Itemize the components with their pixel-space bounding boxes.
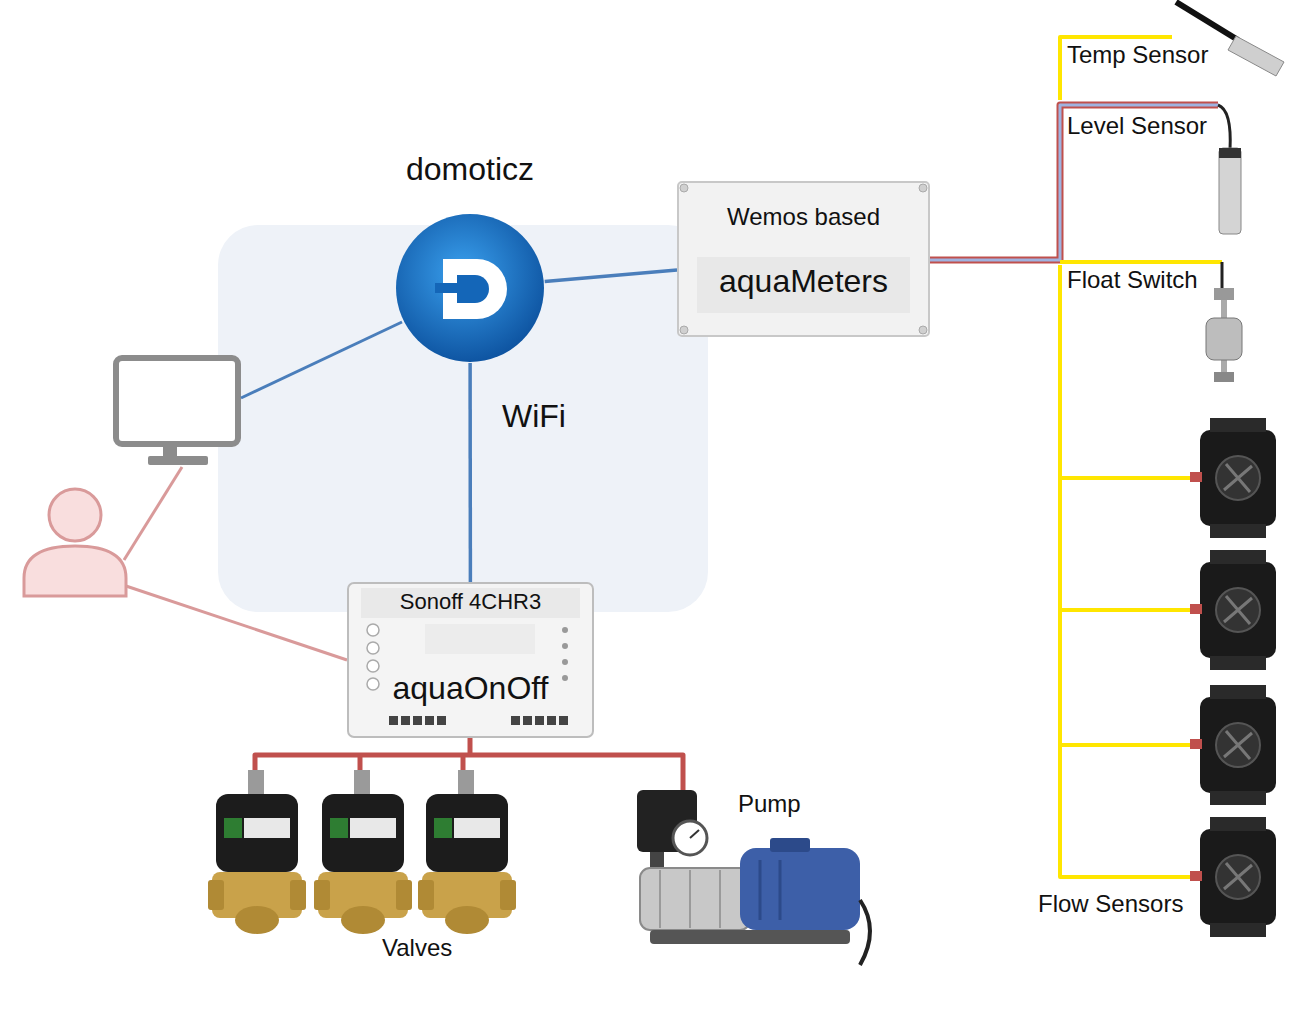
wifi-region [218,225,708,612]
terminal [389,716,398,725]
level-sensor [1218,105,1241,234]
logo-mark [435,283,461,293]
node-title: aquaOnOff [347,670,594,707]
node-title: aquaMeters [677,263,930,300]
screw [919,326,927,334]
button [367,678,379,690]
led [562,643,568,649]
node-heading: Sonoff 4CHR3 [347,589,594,614]
part-label: Temp Sensor [1065,41,1210,69]
terminal [437,716,446,725]
screw [680,184,688,192]
terminal [413,716,422,725]
enclosure [348,583,593,737]
user-links [124,467,347,660]
screw [680,326,688,334]
logo-circle [396,214,544,362]
terminal [401,716,410,725]
wifi-link [468,363,472,582]
terminal [425,716,434,725]
monitor-link [241,322,402,398]
wifi-link [545,270,677,282]
terminal [523,716,532,725]
part-label: Float Switch [1065,266,1200,294]
signal-wires [1060,37,1222,877]
part-label: Valves [380,934,454,962]
terminal [559,716,568,725]
terminal [547,716,556,725]
edge-label: WiFi [500,398,568,434]
flow-sensors [1190,418,1276,937]
led [562,627,568,633]
panel [425,624,535,654]
node-title: domoticz [340,151,600,188]
node-heading: Wemos based [677,203,930,231]
sonoff-box: Sonoff 4CHR3 aquaOnOff [347,582,594,738]
monitor-icon [116,358,238,465]
float-switch [1206,262,1242,382]
domoticz-server: domoticz [395,213,545,363]
terminal [535,716,544,725]
sensor-cable [930,105,1218,260]
button [367,642,379,654]
part-label: Pump [736,790,803,818]
aquameters-box: Wemos based aquaMeters [677,181,930,337]
button [367,660,379,672]
button [367,624,379,636]
part-label: Flow Sensors [1036,890,1185,918]
led [562,659,568,665]
enclosure [678,182,929,336]
logo-mark [457,275,489,303]
user-icon [24,489,126,596]
screw [919,184,927,192]
solenoid-valves [208,770,516,934]
terminal [511,716,520,725]
node-shape [395,213,545,363]
part-label: Level Sensor [1065,112,1209,140]
pump [637,790,870,965]
led [562,675,568,681]
